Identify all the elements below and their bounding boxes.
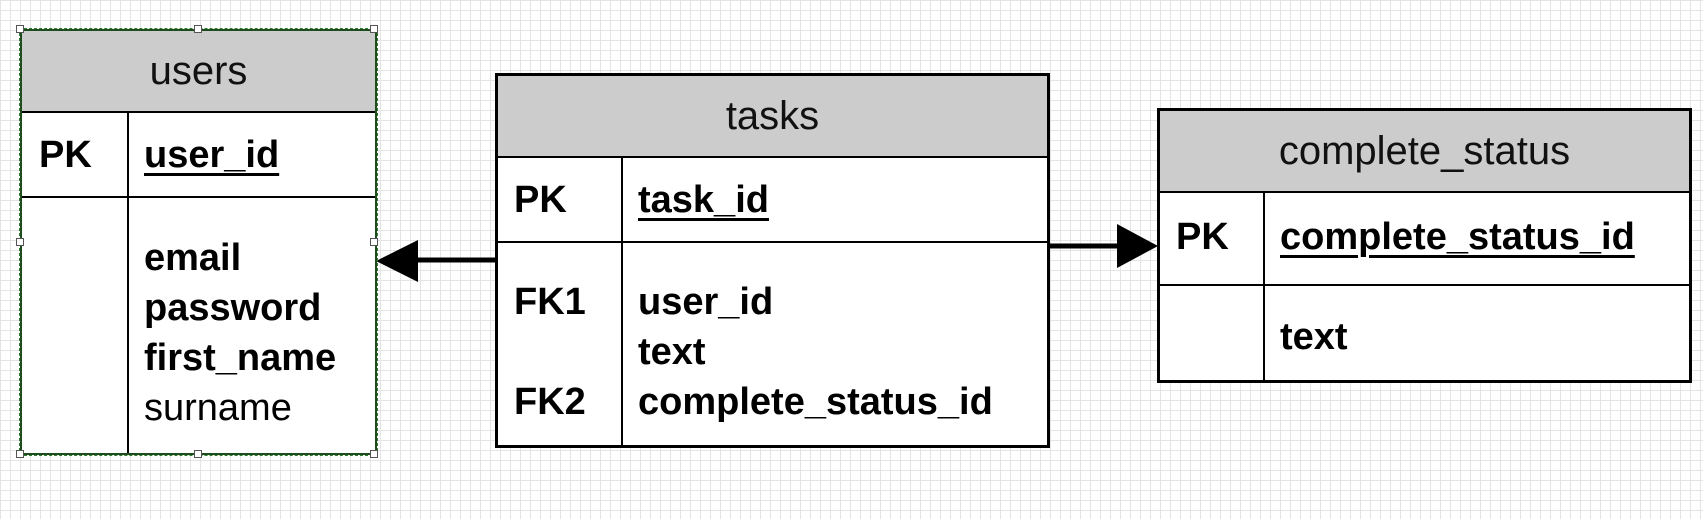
fk1-label: FK1 xyxy=(514,281,586,323)
field-text: text xyxy=(638,331,706,373)
column-divider xyxy=(1263,193,1265,380)
field-surname: surname xyxy=(144,387,292,429)
tasks-to-users-arrowhead xyxy=(376,240,418,282)
selection-handle[interactable] xyxy=(370,238,378,246)
pk-row xyxy=(498,158,1047,243)
pk-field: user_id xyxy=(144,134,280,176)
selection-handle[interactable] xyxy=(194,25,202,33)
entity-complete-status[interactable]: complete_status PK complete_status_id te… xyxy=(1157,108,1692,383)
entity-users[interactable]: users PK user_id email password first_na… xyxy=(19,28,378,456)
field-complete-status-id: complete_status_id xyxy=(638,381,993,423)
pk-row xyxy=(22,113,375,198)
field-first-name: first_name xyxy=(144,337,337,379)
pk-label: PK xyxy=(1176,216,1229,258)
pk-label: PK xyxy=(514,179,567,221)
field-password: password xyxy=(144,287,322,329)
column-divider xyxy=(127,113,129,453)
selection-handle[interactable] xyxy=(16,450,24,458)
selection-handle[interactable] xyxy=(370,450,378,458)
selection-handle[interactable] xyxy=(370,25,378,33)
entity-title: complete_status xyxy=(1160,111,1689,193)
entity-title: users xyxy=(22,31,375,113)
field-email: email xyxy=(144,237,242,279)
tasks-to-complete-status-arrowhead xyxy=(1117,224,1158,268)
column-divider xyxy=(621,158,623,445)
selection-handle[interactable] xyxy=(16,25,24,33)
pk-row xyxy=(1160,193,1689,286)
selection-handle[interactable] xyxy=(194,450,202,458)
pk-field: task_id xyxy=(638,179,769,221)
fk2-label: FK2 xyxy=(514,381,586,423)
field-user-id: user_id xyxy=(638,281,774,323)
selection-handle[interactable] xyxy=(16,238,24,246)
pk-label: PK xyxy=(39,134,92,176)
field-text: text xyxy=(1280,316,1348,358)
pk-field: complete_status_id xyxy=(1280,216,1635,258)
entity-title: tasks xyxy=(498,76,1047,158)
entity-tasks[interactable]: tasks PK task_id FK1 FK2 user_id text co… xyxy=(495,73,1050,448)
